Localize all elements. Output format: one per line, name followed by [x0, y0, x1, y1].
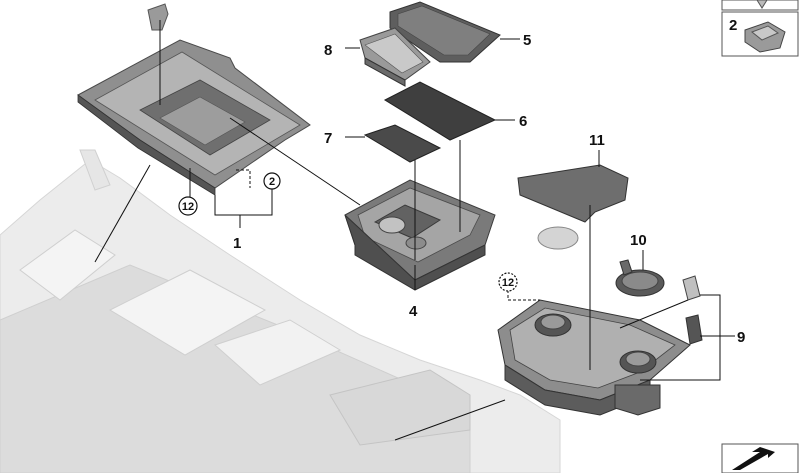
legend-box-top — [721, 0, 799, 11]
legend-box-bottom — [721, 443, 799, 473]
round-mat-part — [537, 226, 579, 250]
callouts: 1 4 5 6 7 8 9 10 11 2 12 12 — [178, 32, 745, 346]
fastener-icon — [756, 0, 768, 9]
callout-10: 10 — [630, 232, 647, 249]
callout-8: 8 — [324, 42, 332, 59]
mat-small-part — [363, 124, 442, 163]
callout-1: 1 — [233, 235, 241, 252]
callout-12-right: 12 — [502, 277, 514, 289]
storage-compartment-part — [344, 179, 496, 291]
legend-box-2: 2 — [721, 11, 799, 57]
cup-insert-part — [615, 259, 665, 297]
callout-6: 6 — [519, 113, 527, 130]
callout-2-circle: 2 — [263, 172, 281, 190]
callout-4: 4 — [409, 303, 418, 320]
nav-arrow-icon — [732, 447, 775, 470]
small-insert-part — [359, 27, 431, 87]
callout-2-circled: 2 — [269, 176, 275, 188]
clip-parts — [682, 275, 703, 345]
callout-7: 7 — [324, 130, 332, 147]
legend-2-number: 2 — [729, 17, 737, 34]
callout-9: 9 — [737, 329, 745, 346]
center-console-ghost — [0, 149, 561, 473]
cupholder-assembly-part — [497, 299, 691, 416]
leader-lines — [94, 20, 735, 441]
callout-12-left-circle: 12 — [178, 196, 198, 216]
trim-panel-part — [517, 164, 629, 223]
callout-5: 5 — [523, 32, 531, 49]
insert-clip-icon — [744, 21, 786, 53]
cover-part — [389, 1, 501, 63]
callout-12-right-circle: 12 — [498, 272, 518, 292]
callout-11: 11 — [589, 132, 605, 149]
tray-frame-part — [77, 3, 311, 196]
callout-12-left: 12 — [182, 201, 194, 213]
